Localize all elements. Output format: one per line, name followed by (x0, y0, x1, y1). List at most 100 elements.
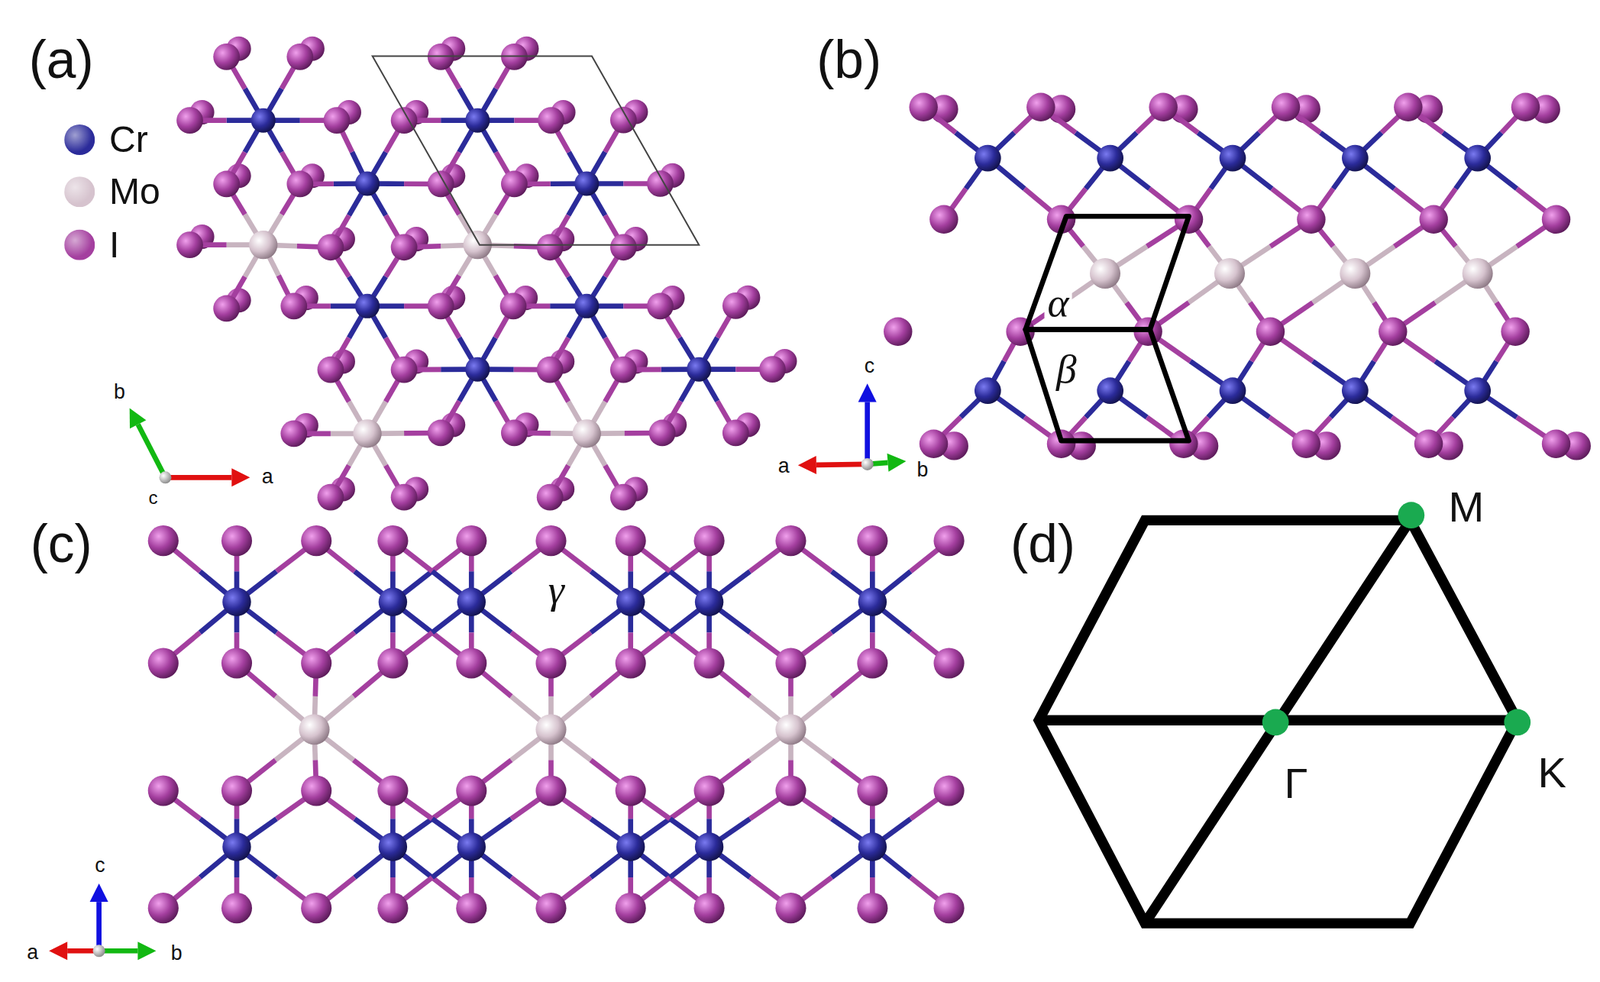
unit-cell (372, 55, 700, 245)
iodine-atom (213, 171, 240, 198)
iodine-atom (1393, 93, 1423, 122)
iodine-atom (1378, 317, 1407, 346)
iodine-atom (391, 484, 418, 511)
iodine-atom (1271, 93, 1300, 122)
iodine-atom (286, 43, 314, 71)
chromium-atom (974, 145, 1002, 172)
k-point-dot (1503, 709, 1531, 737)
molybdenum-atom (775, 714, 806, 745)
molybdenum-atom (1339, 258, 1371, 289)
axis-arrowhead (137, 941, 156, 960)
iodine-atom (1296, 205, 1326, 234)
iodine-atom (775, 892, 806, 924)
iodine-atom (377, 892, 408, 924)
iodine-atom (934, 525, 965, 556)
iodine-atom (221, 647, 253, 679)
chromium-atom (616, 588, 645, 617)
iodine-atom (610, 484, 637, 511)
iodine-atom (722, 420, 750, 447)
panel-label: (c) (30, 517, 93, 570)
axis-label: c (94, 855, 105, 876)
axis-label: M (1448, 485, 1485, 529)
iodine-atom (1541, 205, 1571, 234)
axis-label: a (261, 466, 274, 488)
axis-arrow (164, 475, 232, 481)
axis-arrow (864, 401, 870, 465)
chromium-atom (616, 832, 645, 861)
molybdenum-atom (298, 714, 330, 745)
iodine-atom (856, 775, 888, 806)
iodine-atom (934, 775, 965, 806)
legend-entry: Mo (64, 173, 161, 211)
chromium-atom (1096, 377, 1124, 405)
iodine-atom (300, 647, 332, 679)
iodine-atom (856, 647, 888, 679)
legend-text: Cr (109, 121, 149, 159)
iodine-atom (535, 647, 566, 679)
iodine-atom (501, 420, 528, 447)
iodine-atom (919, 429, 948, 458)
iodine-atom (176, 106, 204, 134)
legend-text: Mo (109, 173, 161, 211)
iodine-atom (775, 647, 806, 679)
molybdenum-atom (352, 419, 382, 448)
legend-entry: I (64, 226, 120, 264)
chromium-atom (694, 588, 724, 617)
chromium-atom (574, 171, 599, 196)
iodine-atom (500, 292, 527, 320)
axis-arrow (816, 462, 868, 469)
axis-label: b (916, 458, 928, 480)
axis-origin (861, 458, 874, 471)
axis-label: c (148, 488, 158, 508)
iodine-atom (1148, 93, 1177, 122)
angle-label: γ (545, 569, 568, 611)
iodine-atom (1026, 93, 1055, 122)
chromium-atom (465, 357, 490, 382)
molybdenum-atom (1462, 258, 1494, 289)
legend-text: I (109, 226, 120, 264)
chromium-atom (858, 832, 887, 861)
axis-origin (93, 944, 106, 957)
unit-cell-outline (1025, 216, 1190, 330)
k-point-dot (1397, 501, 1425, 529)
axis-origin (158, 471, 172, 484)
molybdenum-atom (535, 714, 566, 745)
iodine-atom (280, 292, 308, 320)
iodine-atom (1292, 429, 1321, 458)
axis-triad (798, 383, 907, 475)
panel-a-structure (176, 36, 797, 511)
legend-swatch (64, 176, 95, 207)
iodine-atom (934, 647, 965, 679)
iodine-atom (694, 525, 725, 556)
axis-label: b (113, 381, 126, 403)
iodine-atom (694, 775, 725, 806)
panel-label: (a) (29, 32, 94, 86)
iodine-atom (908, 93, 938, 122)
iodine-atom (535, 775, 566, 806)
iodine-atom (213, 43, 240, 71)
iodine-atom (427, 420, 455, 447)
iodine-atom (536, 484, 564, 511)
axis-arrowhead (798, 455, 817, 475)
iodine-atom (856, 892, 888, 924)
iodine-atom (722, 292, 750, 320)
panel-c-structure (148, 525, 965, 924)
panel-b-structure (883, 93, 1591, 461)
iodine-atom (1541, 429, 1571, 458)
chromium-atom (1341, 377, 1369, 405)
iodine-atom (536, 356, 564, 384)
iodine-atom (501, 171, 528, 198)
iodine-atom (323, 106, 351, 134)
iodine-atom (427, 292, 455, 320)
iodine-atom (1256, 317, 1285, 346)
axis-arrowhead (231, 468, 250, 487)
iodine-atom (455, 892, 487, 924)
iodine-atom (455, 525, 487, 556)
zone-axis (1144, 520, 1410, 924)
chromium-atom (1464, 377, 1491, 405)
chromium-atom (1341, 145, 1369, 172)
zone-boundary (1038, 520, 1518, 924)
iodine-atom (856, 525, 888, 556)
iodine-atom (883, 317, 912, 346)
